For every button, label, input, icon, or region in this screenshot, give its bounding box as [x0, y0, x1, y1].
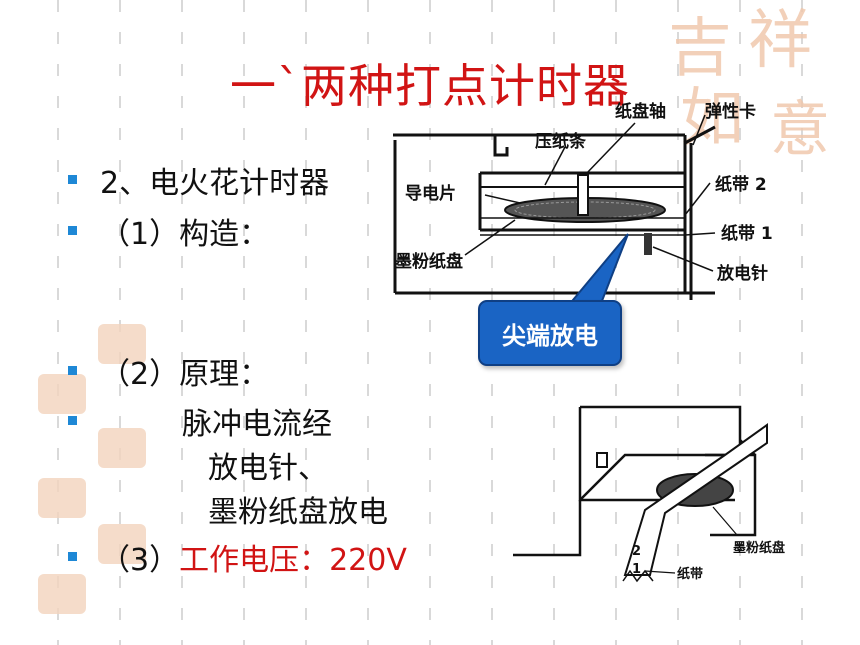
seal-watermark-small: [98, 524, 146, 564]
label-toner-disc: 墨粉纸盘: [395, 251, 463, 272]
label-press-strip: 压纸条: [535, 131, 587, 152]
label-discharge-needle: 放电针: [716, 263, 768, 284]
seal-watermark-small: [38, 478, 86, 518]
seal-watermark-small: [38, 374, 86, 414]
label-bottom-tape: 纸带: [677, 566, 703, 582]
spark-timer-structure-diagram: 纸盘轴 弹性卡 压纸条 导电片 纸带 2 纸带 1 墨粉纸盘 放电针: [393, 101, 773, 300]
bullet-marker: [68, 366, 77, 375]
label-spring-clip: 弹性卡: [705, 101, 756, 122]
label-bottom-toner-disc: 墨粉纸盘: [733, 540, 785, 556]
item-spark-timer: 2、电火花计时器: [100, 166, 330, 201]
bullet-marker: [68, 226, 77, 235]
seal-watermark-small: [38, 574, 86, 614]
callout-tip-discharge: 尖端放电: [478, 300, 622, 366]
label-tape-1: 纸带 1: [721, 223, 773, 244]
seal-watermark-small: [98, 428, 146, 468]
item-structure: （1）构造：: [100, 217, 270, 252]
callout-pointer: [565, 233, 629, 307]
spark-timer-perspective-figure: 墨粉纸盘 纸带 2 1: [513, 405, 785, 583]
label-conductive-plate: 导电片: [405, 183, 456, 204]
seal-char: 吉: [668, 12, 732, 86]
item-voltage-text: 工作电压：220V: [179, 543, 407, 578]
item-voltage: （3）工作电压：220V: [100, 535, 407, 579]
item-voltage-prefix: （3）: [100, 543, 180, 578]
label-bottom-n1: 1: [632, 562, 641, 577]
principle-line-3: 墨粉纸盘放电: [208, 495, 388, 530]
seal-char: 祥: [748, 4, 812, 78]
bullet-marker: [68, 175, 77, 184]
principle-line-2: 放电针、: [208, 451, 328, 486]
label-paper-disc-axle: 纸盘轴: [615, 101, 666, 122]
slide-title: 一`两种打点计时器: [230, 59, 630, 113]
seal-watermark-small: [98, 324, 146, 364]
label-bottom-n2: 2: [632, 544, 641, 559]
item-principle: （2）原理：: [100, 357, 270, 392]
principle-line-1: 脉冲电流经: [182, 407, 332, 442]
seal-watermark-large: 吉 祥 如 意: [668, 4, 830, 165]
bullet-marker: [68, 552, 77, 561]
seal-char: 意: [770, 95, 830, 165]
label-tape-2: 纸带 2: [715, 174, 767, 195]
bullet-marker: [68, 416, 77, 425]
